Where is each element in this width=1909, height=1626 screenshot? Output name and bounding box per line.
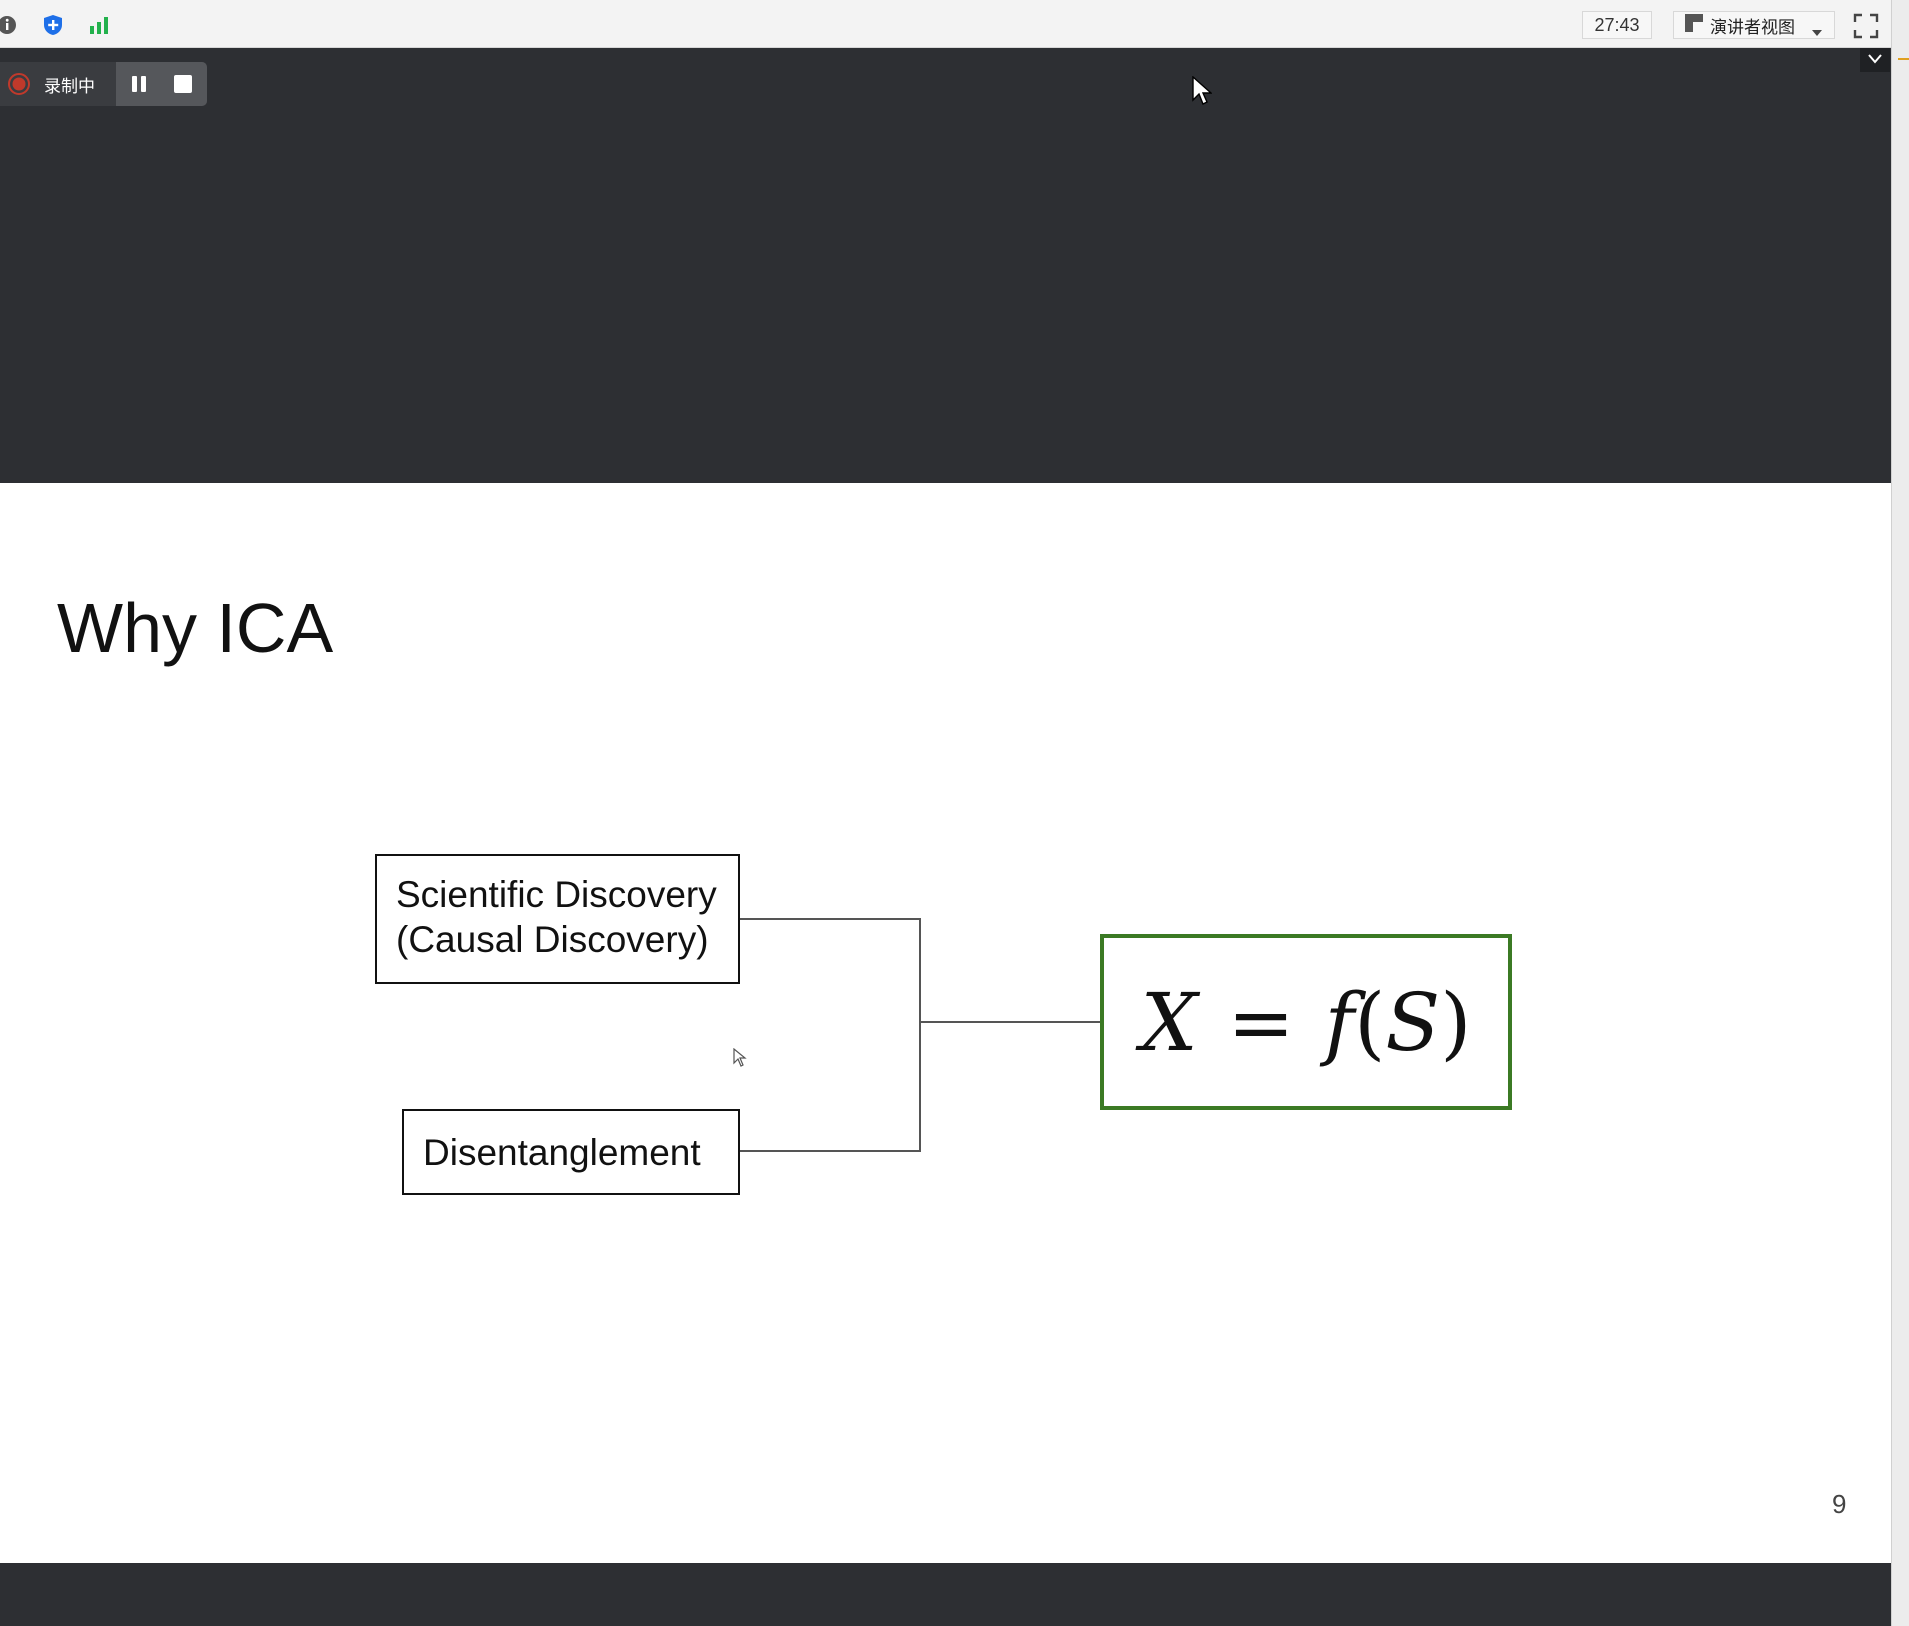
view-mode-dropdown[interactable]: 演讲者视图	[1673, 11, 1835, 39]
scroll-marker	[1898, 58, 1909, 60]
collapse-toolbar-button[interactable]	[1860, 48, 1890, 72]
elapsed-timer: 27:43	[1582, 11, 1652, 39]
disentanglement-box: Disentanglement	[402, 1109, 740, 1195]
slide-title: Why ICA	[57, 589, 334, 667]
record-dot-icon	[8, 73, 30, 95]
mouse-cursor-icon	[1192, 75, 1213, 111]
formula-close-paren: )	[1440, 975, 1472, 1069]
shield-icon[interactable]	[42, 14, 64, 36]
pause-icon[interactable]	[128, 73, 150, 95]
scientific-discovery-box: Scientific Discovery (Causal Discovery)	[375, 854, 740, 984]
box1-line1: Scientific Discovery	[396, 874, 717, 915]
formula-open-paren: (	[1354, 975, 1386, 1069]
layout-icon	[1684, 13, 1704, 38]
slide-pointer-icon	[733, 1047, 747, 1073]
box1-line2: (Causal Discovery)	[396, 919, 709, 960]
top-toolbar: 27:43 演讲者视图	[0, 0, 1891, 48]
recording-status-label: 录制中	[44, 76, 95, 97]
connector-lines	[740, 918, 1100, 1152]
chevron-down-icon	[1868, 51, 1882, 69]
formula-equals: =	[1227, 975, 1295, 1069]
right-scrollbar[interactable]	[1891, 0, 1909, 1626]
signal-bars-icon[interactable]	[88, 14, 110, 36]
stop-icon[interactable]	[172, 73, 194, 95]
recording-controls	[116, 62, 207, 106]
caret-down-icon	[1812, 22, 1822, 43]
fullscreen-icon[interactable]	[1853, 13, 1879, 39]
slide: Why ICA Scientific Discovery (Causal Dis…	[0, 483, 1891, 1563]
page-number: 9	[1832, 1489, 1847, 1519]
recording-bar: 录制中	[0, 62, 207, 106]
recording-status: 录制中	[0, 62, 116, 106]
view-mode-label: 演讲者视图	[1710, 17, 1795, 38]
formula-function: f	[1324, 975, 1355, 1069]
info-icon[interactable]	[0, 14, 18, 36]
formula-box: X = f ( S )	[1100, 934, 1512, 1110]
formula-argument: S	[1385, 975, 1441, 1069]
formula-lhs: X	[1140, 975, 1198, 1069]
